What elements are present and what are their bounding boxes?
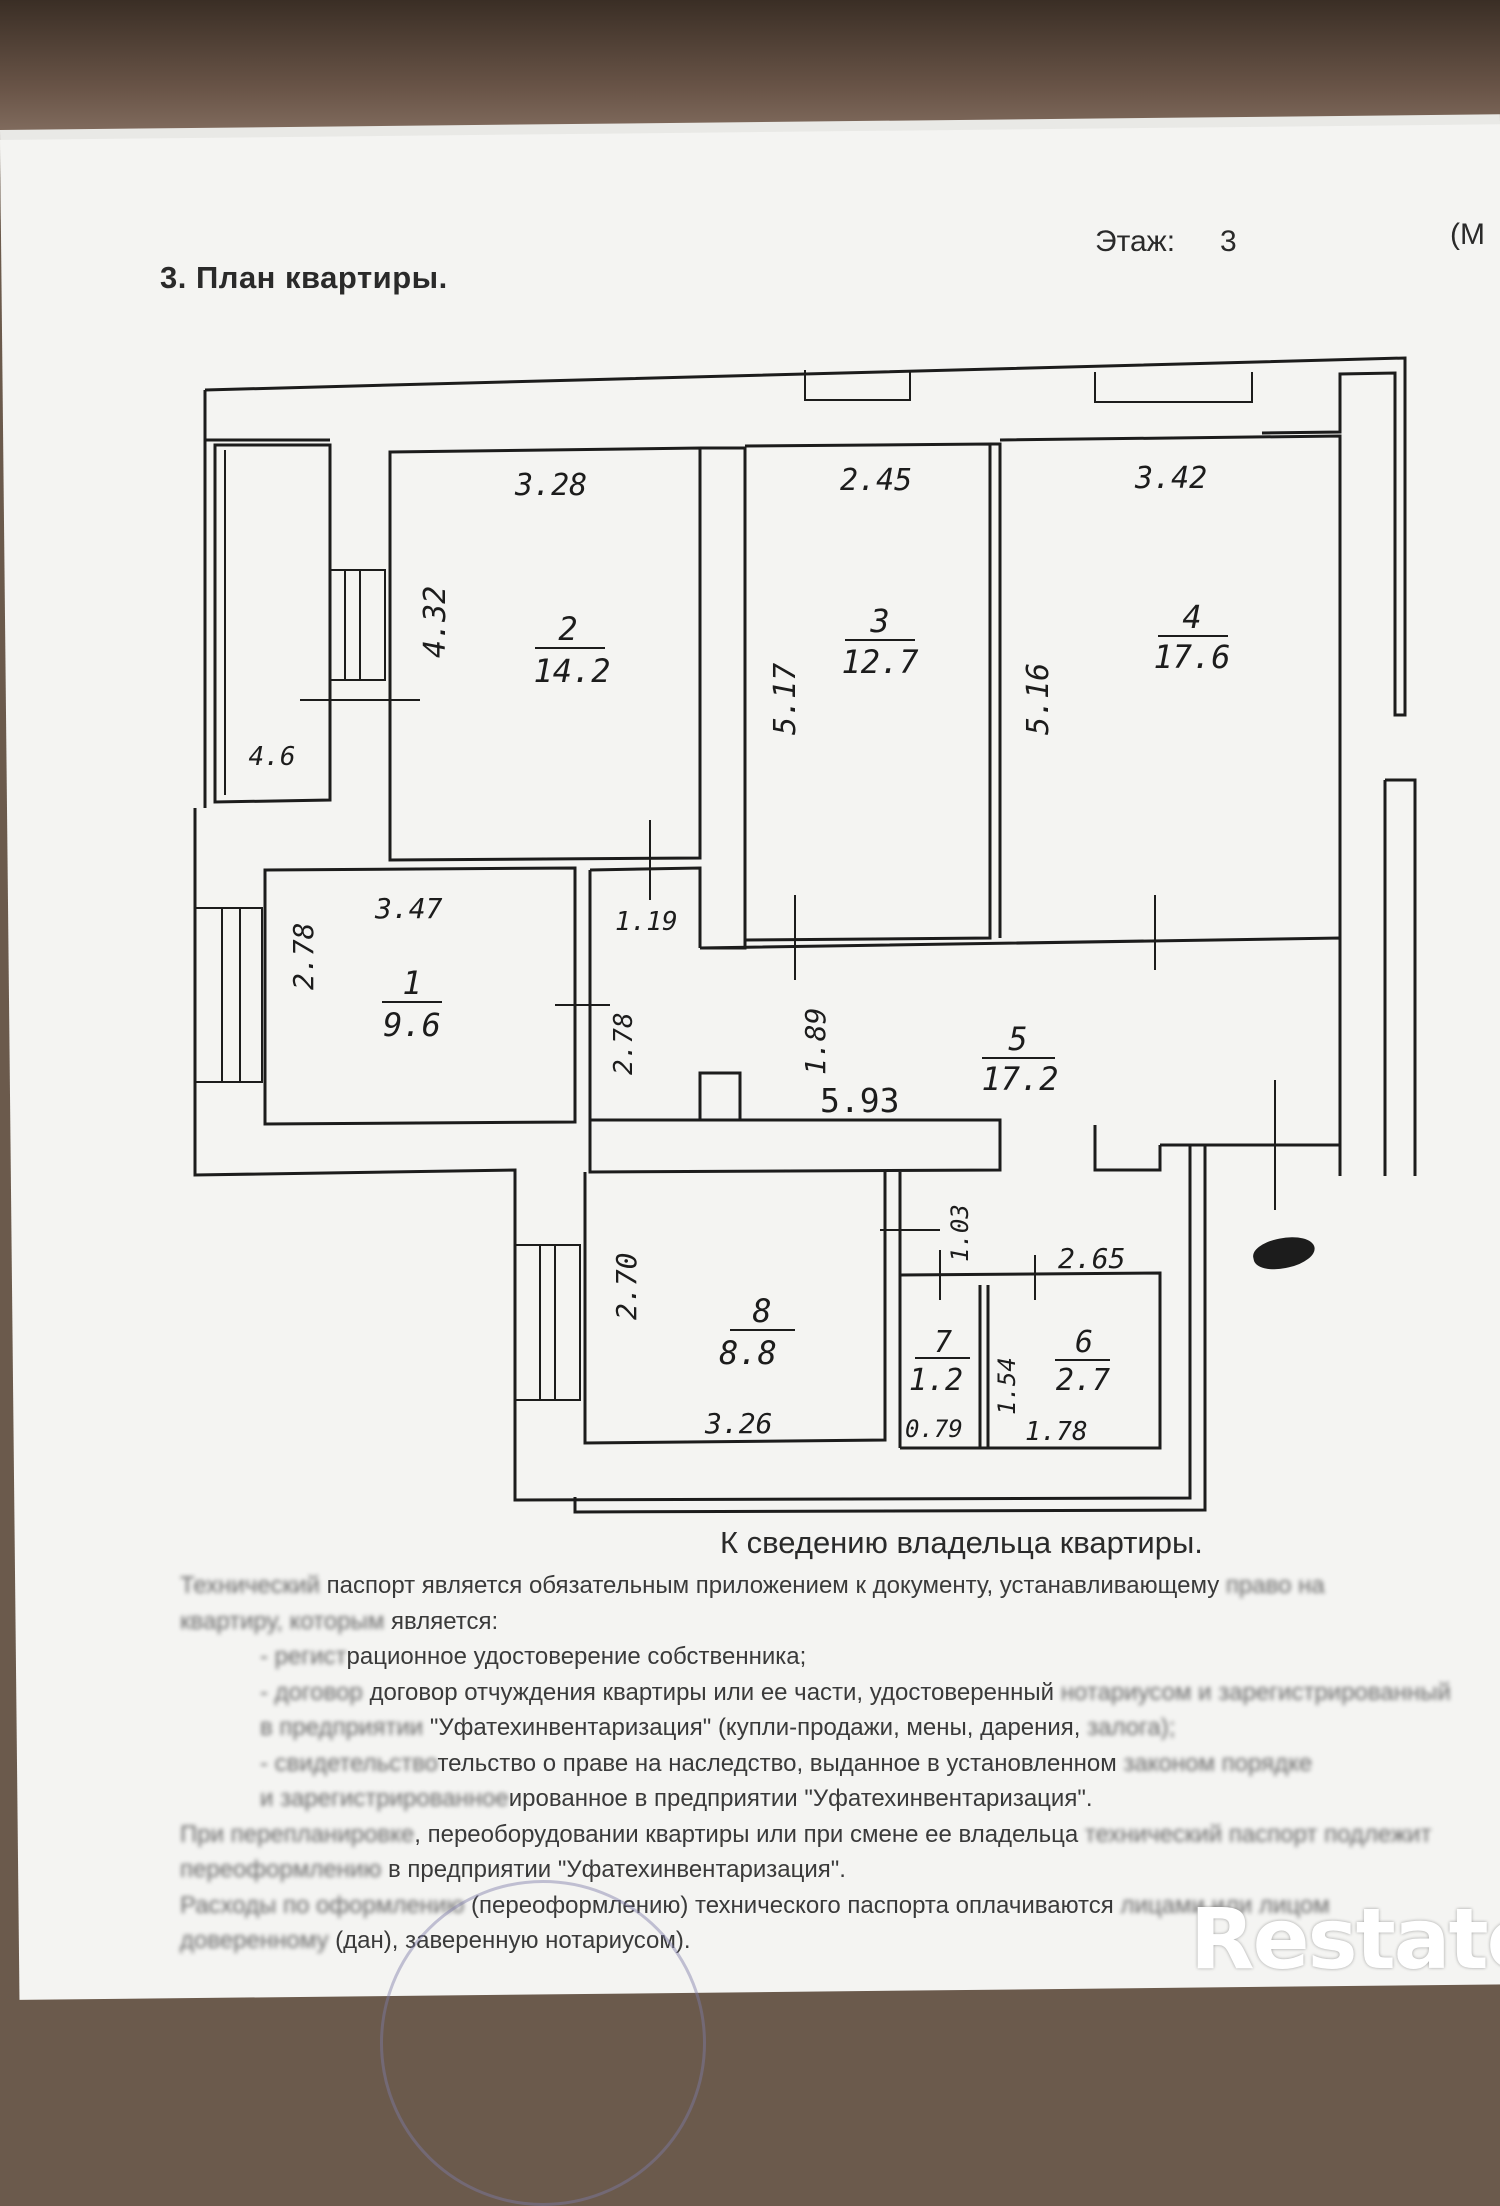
svg-text:14.2: 14.2	[533, 652, 610, 690]
svg-text:17.2: 17.2	[981, 1060, 1058, 1098]
dim-passage-width: 1.03	[946, 1204, 974, 1262]
stamp-seal	[380, 1880, 706, 2206]
svg-text:6: 6	[1075, 1325, 1093, 1360]
interior-walls	[195, 370, 1342, 1450]
svg-text:8.8: 8.8	[719, 1334, 777, 1372]
floor-plan: 2 14.2 3 12.7 4 17.6 1 9.6 5 17.2 8 8.8	[193, 356, 1417, 1514]
notice-line: в предприятии "Уфатехинвентаризация" (ку…	[260, 1714, 1176, 1741]
svg-text:5: 5	[1008, 1020, 1027, 1058]
room-label-2: 2 14.2	[533, 610, 610, 690]
notice-line: Технический паспорт является обязательны…	[180, 1572, 1325, 1599]
svg-text:2: 2	[558, 610, 577, 648]
notice-line: и зарегистрированноеированное в предприя…	[260, 1785, 1093, 1812]
svg-text:1: 1	[402, 964, 421, 1002]
dim-room2-height: 4.32	[418, 586, 453, 658]
dim-room3-width: 2.45	[840, 463, 912, 498]
notice-line: - свидетельствотельство о праве на насле…	[260, 1749, 1313, 1777]
room-label-1: 1 9.6	[382, 964, 442, 1044]
room-label-8: 8 8.8	[719, 1292, 795, 1372]
room-label-7: 7 1.2	[909, 1325, 970, 1398]
dim-bath-bottom: 1.78	[1025, 1417, 1088, 1447]
notice-line: квартиру, которым является:	[180, 1607, 499, 1635]
dim-kitchen-width: 3.26	[704, 1407, 772, 1440]
dim-room4-height: 5.16	[1021, 663, 1056, 735]
svg-text:9.6: 9.6	[383, 1006, 441, 1044]
dim-bath-height: 1.54	[993, 1357, 1021, 1415]
room-label-4: 4 17.6	[1153, 598, 1230, 676]
dim-room1-height: 2.78	[287, 923, 320, 990]
svg-text:4: 4	[1182, 598, 1201, 636]
room-label-6: 6 2.7	[1055, 1325, 1110, 1398]
svg-text:17.6: 17.6	[1153, 638, 1230, 676]
dim-room3-height: 5.17	[768, 663, 803, 735]
svg-text:2.7: 2.7	[1056, 1363, 1110, 1398]
corner-fragment: (М	[1450, 218, 1485, 251]
room-label-5: 5 17.2	[981, 1020, 1058, 1098]
notice-line: При перепланировке, переоборудовании ква…	[180, 1820, 1432, 1848]
dim-corridor-height: 2.78	[609, 1012, 639, 1075]
dimension-labels: 3.28 4.32 2.45 5.17 3.42 5.16 3.47 2.7 8 …	[287, 461, 1207, 1447]
notice-line: - регистрационное удостоверение собствен…	[260, 1643, 807, 1670]
room-labels: 2 14.2 3 12.7 4 17.6 1 9.6 5 17.2 8 8.8	[249, 598, 1231, 1398]
balcony-area: 4.6	[249, 742, 296, 772]
dim-wc-width: 0.79	[905, 1415, 963, 1443]
dim-bath-width: 2.65	[1058, 1242, 1125, 1275]
svg-text:7: 7	[934, 1325, 952, 1360]
room-label-3: 3 12.7	[841, 602, 918, 681]
dim-hall-height: 1.89	[799, 1008, 832, 1075]
section-title: 3. План квартиры.	[160, 260, 448, 295]
dim-room2-width: 3.28	[514, 468, 587, 503]
notice-text: Технический паспорт является обязательны…	[180, 1568, 1500, 1959]
outer-walls	[193, 356, 1417, 1514]
notice-title: К сведению владельца квартиры.	[720, 1525, 1203, 1560]
floor-label: Этаж:	[1095, 225, 1176, 258]
floor-value: 3	[1220, 225, 1237, 258]
dim-hall-length: 5.93	[820, 1081, 899, 1120]
dim-room4-width: 3.42	[1134, 461, 1207, 496]
svg-text:8: 8	[752, 1292, 771, 1330]
notice-line: переоформлению в предприятии "Уфатехинве…	[180, 1856, 846, 1883]
watermark-logo: Restate	[1190, 1890, 1500, 1988]
dim-corridor-width: 1.19	[615, 907, 678, 937]
svg-text:3: 3	[869, 602, 889, 640]
dim-kitchen-height: 2.70	[610, 1253, 643, 1320]
notice-line: - договор договор отчуждения квартиры ил…	[260, 1678, 1451, 1706]
svg-text:1.2: 1.2	[909, 1363, 963, 1398]
dim-room1-width: 3.47	[374, 892, 443, 925]
svg-text:12.7: 12.7	[841, 643, 918, 681]
